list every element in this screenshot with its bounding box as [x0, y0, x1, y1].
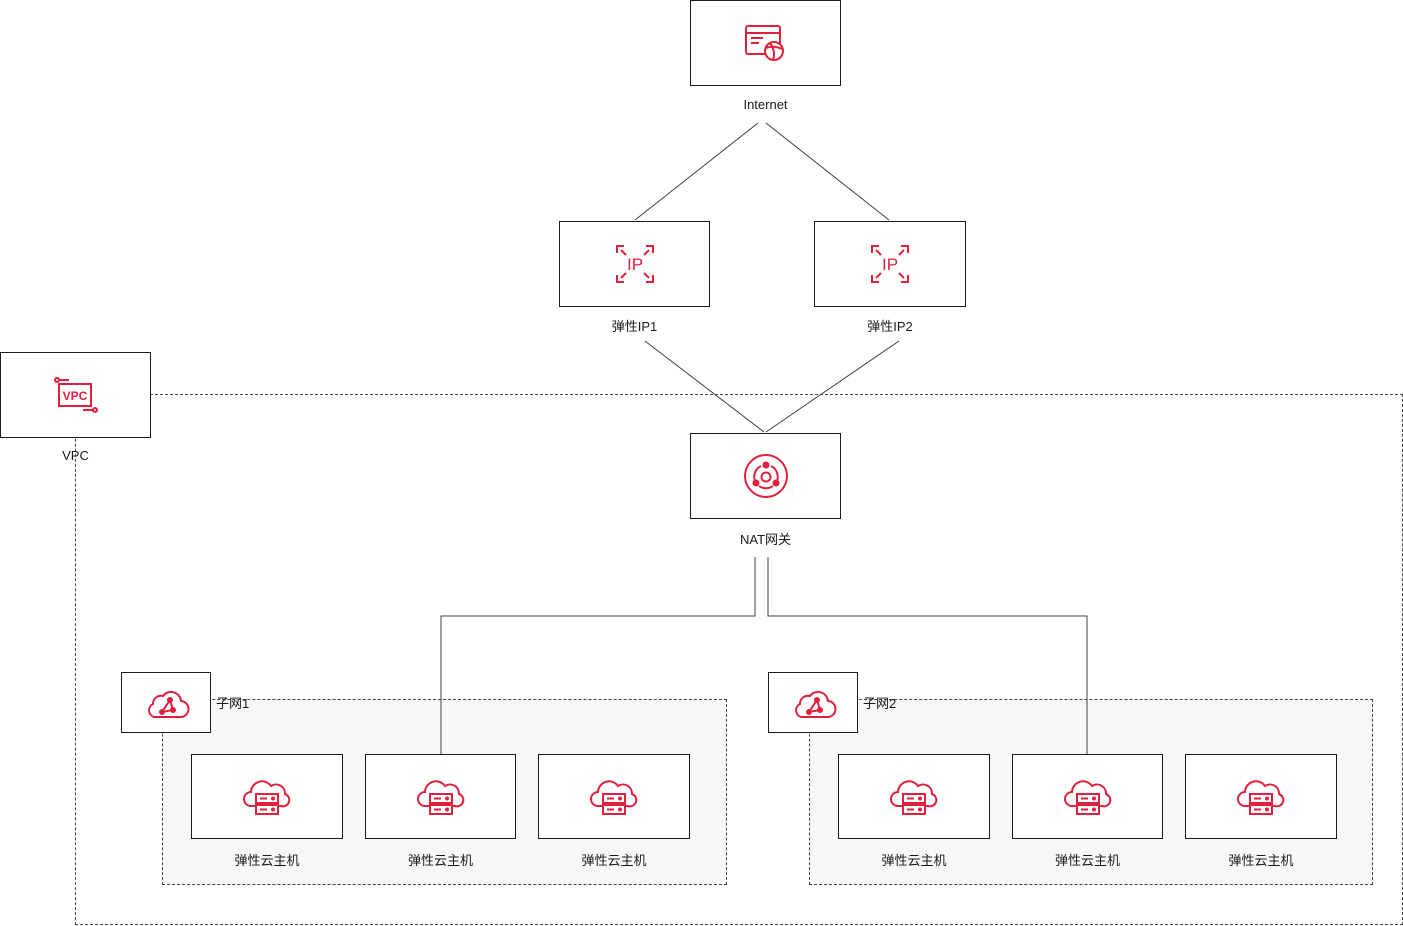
ip-icon-text: IP: [882, 255, 898, 274]
ecs-label: 弹性云主机: [407, 853, 473, 868]
ecs-server-icon: [590, 779, 638, 815]
link-nat-subnet1: [440, 557, 756, 754]
vpc-node[interactable]: VPC: [0, 352, 151, 438]
nat-gateway-icon: [743, 454, 788, 498]
internet-node[interactable]: [690, 0, 841, 86]
vpc-label: VPC: [62, 448, 89, 463]
vpc-icon-text: VPC: [62, 389, 87, 403]
ecs-label: 弹性云主机: [581, 853, 647, 868]
ecs-node[interactable]: [365, 754, 516, 839]
ecs-node[interactable]: [1012, 754, 1163, 839]
ecs-node[interactable]: [191, 754, 343, 839]
subnet-cloud-icon: [148, 690, 190, 718]
eip2-node[interactable]: IP: [814, 221, 966, 307]
ecs-label: 弹性云主机: [234, 853, 300, 868]
link-internet-eip2: [765, 122, 890, 221]
subnet1-label: 子网1: [216, 696, 250, 711]
link-nat-subnet2: [767, 557, 1088, 754]
nat-gateway-node[interactable]: [690, 433, 841, 519]
ip-icon: IP: [615, 245, 654, 283]
web-browser-icon: [744, 25, 784, 61]
eip2-label: 弹性IP2: [867, 319, 913, 334]
ecs-server-icon: [243, 779, 291, 815]
ecs-node[interactable]: [1185, 754, 1337, 839]
ecs-label: 弹性云主机: [881, 853, 947, 868]
link-internet-eip1: [634, 122, 759, 221]
internet-label: Internet: [743, 97, 788, 112]
ip-icon-text: IP: [626, 255, 642, 274]
nat-gateway-label: NAT网关: [739, 532, 792, 547]
ecs-node[interactable]: [538, 754, 690, 839]
subnet1-node[interactable]: [121, 672, 211, 733]
ecs-server-icon: [1063, 779, 1111, 815]
ecs-label: 弹性云主机: [1054, 853, 1120, 868]
subnet-cloud-icon: [795, 690, 837, 718]
ecs-server-icon: [1237, 779, 1285, 815]
eip1-label: 弹性IP1: [611, 319, 658, 334]
ecs-node[interactable]: [838, 754, 990, 839]
link-eip2-nat: [765, 340, 900, 433]
vpc-icon: VPC: [53, 377, 98, 413]
ecs-label: 弹性云主机: [1228, 853, 1294, 868]
ip-icon: IP: [871, 245, 909, 283]
subnet2-label: 子网2: [863, 696, 897, 711]
subnet2-node[interactable]: [768, 672, 858, 733]
link-eip1-nat: [644, 340, 765, 433]
eip1-node[interactable]: IP: [559, 221, 710, 307]
ecs-server-icon: [890, 779, 938, 815]
ecs-server-icon: [416, 779, 464, 815]
